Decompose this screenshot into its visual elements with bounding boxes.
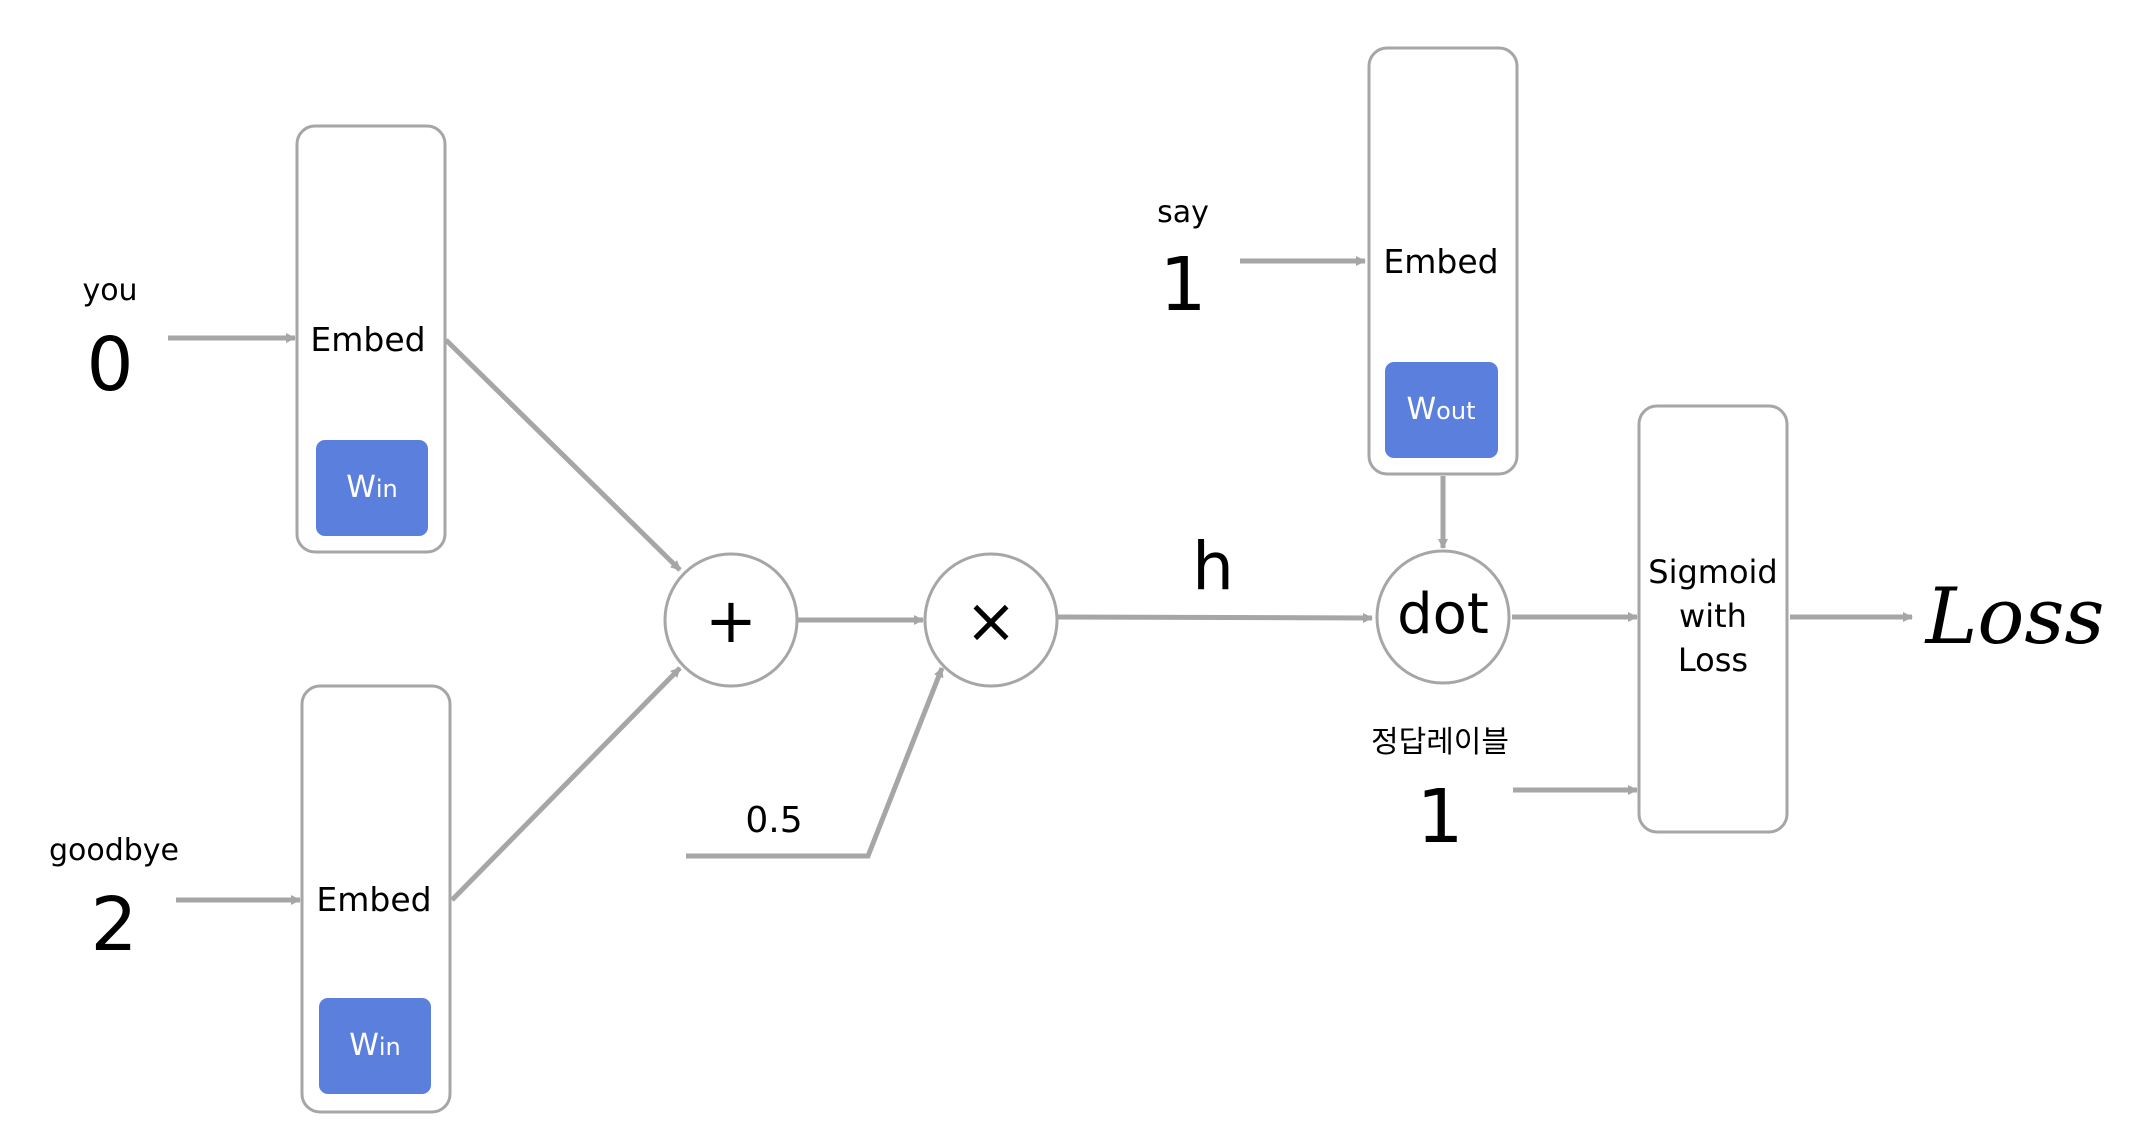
weight-box-in xyxy=(319,998,431,1094)
sigmoid-with-loss-layer: Sigmoid with Loss xyxy=(1637,404,1789,834)
scale-value: 0.5 xyxy=(745,800,802,841)
hidden-label-h: h xyxy=(1192,528,1234,605)
embed-layer-in-bottom: Embed Win xyxy=(300,684,452,1114)
weight-box-in xyxy=(316,440,428,536)
input-index-you: 0 xyxy=(86,322,133,408)
input-index-say: 1 xyxy=(1159,242,1206,328)
sigmoid-line-2: with xyxy=(1679,597,1747,635)
dot-label: dot xyxy=(1397,582,1489,647)
multiply-node: × xyxy=(923,552,1059,688)
arrow-embed-bottom-to-add xyxy=(450,666,682,902)
weight-label-in: Win xyxy=(349,1028,401,1063)
input-word-say: say xyxy=(1157,195,1209,230)
weight-label-in: Win xyxy=(346,470,398,505)
input-word-you: you xyxy=(82,273,137,308)
sigmoid-line-1: Sigmoid xyxy=(1648,553,1777,591)
embed-label: Embed xyxy=(310,320,425,359)
label-index: 1 xyxy=(1416,774,1463,860)
sigmoid-line-3: Loss xyxy=(1678,641,1748,679)
weight-box-out xyxy=(1385,362,1498,458)
embed-layer-out: Embed Wout xyxy=(1367,46,1519,476)
loss-output: Loss xyxy=(1924,572,2105,662)
embed-label: Embed xyxy=(316,880,431,919)
dot-node: dot xyxy=(1375,549,1511,685)
add-node: + xyxy=(663,552,799,688)
arrow-scale-to-mul xyxy=(686,667,945,859)
embed-label: Embed xyxy=(1383,242,1498,281)
input-word-goodbye: goodbye xyxy=(49,833,179,868)
arrow-mul-to-dot xyxy=(1057,612,1373,623)
label-word: 정답레이블 xyxy=(1371,725,1509,760)
input-index-goodbye: 2 xyxy=(90,882,137,968)
multiply-symbol: × xyxy=(965,584,1017,657)
weight-label-out: Wout xyxy=(1407,392,1476,427)
add-symbol: + xyxy=(705,584,757,657)
arrow-embed-top-to-add xyxy=(444,338,682,572)
embed-layer-in-top: Embed Win xyxy=(295,124,447,554)
